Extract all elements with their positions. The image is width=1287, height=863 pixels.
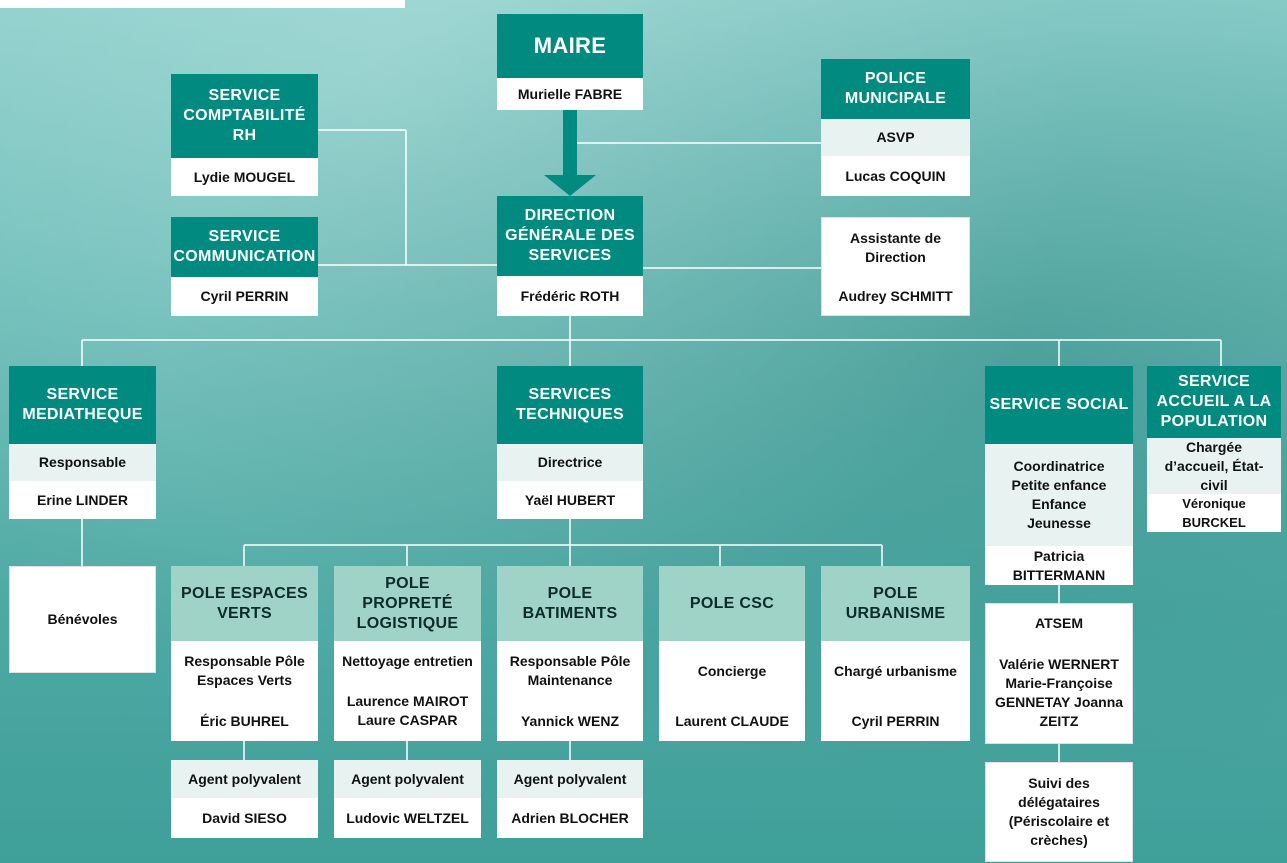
pole-pl-agent: Agent polyvalent Ludovic WELTZEL (334, 760, 481, 838)
police-name: Lucas COQUIN (821, 156, 970, 196)
dgs-title: DIRECTION GÉNÉRALE DES SERVICES (497, 196, 643, 276)
pole-urb-title: POLE URBANISME (821, 566, 970, 641)
pole-pl-agent-name: Ludovic WELTZEL (334, 798, 481, 838)
pole-bat-agent: Agent polyvalent Adrien BLOCHER (497, 760, 643, 838)
benevoles-box: Bénévoles (9, 566, 156, 673)
pole-ev-agent-role: Agent polyvalent (171, 760, 318, 798)
pole-bat-name: Yannick WENZ (497, 701, 643, 741)
pole-bat-agent-role: Agent polyvalent (497, 760, 643, 798)
atsem-title: ATSEM (986, 604, 1132, 642)
mediatheque-name: Erine LINDER (9, 481, 156, 519)
pole-ev-agent: Agent polyvalent David SIESO (171, 760, 318, 838)
accueil-name: Véronique BURCKEL (1147, 494, 1281, 532)
assistante-role: Assistante de Direction (822, 218, 969, 278)
pole-urb-box: POLE URBANISME Chargé urbanisme Cyril PE… (821, 566, 970, 741)
pole-urb-role: Chargé urbanisme (821, 641, 970, 701)
atsem-names: Valérie WERNERT Marie-Françoise GENNETAY… (986, 642, 1132, 743)
pole-ev-name: Éric BUHREL (171, 701, 318, 741)
social-name: Patricia BITTERMANN (985, 546, 1133, 585)
atsem-box: ATSEM Valérie WERNERT Marie-Françoise GE… (985, 603, 1133, 744)
pole-pl-agent-role: Agent polyvalent (334, 760, 481, 798)
pole-ev-agent-name: David SIESO (171, 798, 318, 838)
assistante-name: Audrey SCHMITT (822, 278, 969, 315)
pole-ev-title: POLE ESPACES VERTS (171, 566, 318, 641)
police-title: POLICE MUNICIPALE (821, 59, 970, 119)
top-bar (0, 0, 405, 8)
com-title: SERVICE COMMUNICATION (171, 217, 318, 277)
accueil-title: SERVICE ACCUEIL A LA POPULATION (1147, 366, 1281, 438)
com-box: SERVICE COMMUNICATION Cyril PERRIN (171, 217, 318, 316)
benevoles-label: Bénévoles (10, 567, 155, 672)
social-title: SERVICE SOCIAL (985, 366, 1133, 444)
techniques-role: Directrice (497, 444, 643, 481)
pole-bat-box: POLE BATIMENTS Responsable Pôle Maintena… (497, 566, 643, 741)
police-role: ASVP (821, 119, 970, 156)
pole-bat-agent-name: Adrien BLOCHER (497, 798, 643, 838)
com-name: Cyril PERRIN (171, 277, 318, 316)
pole-csc-box: POLE CSC Concierge Laurent CLAUDE (659, 566, 805, 741)
maire-name: Murielle FABRE (497, 78, 643, 110)
delegataires-label: Suivi des délégataires (Périscolaire et … (986, 763, 1132, 861)
pole-csc-title: POLE CSC (659, 566, 805, 641)
accueil-box: SERVICE ACCUEIL A LA POPULATION (1147, 366, 1281, 467)
techniques-name: Yaël HUBERT (497, 481, 643, 519)
pole-bat-role: Responsable Pôle Maintenance (497, 641, 643, 701)
mediatheque-role: Responsable (9, 444, 156, 481)
pole-pl-name: Laurence MAIROT Laure CASPAR (334, 681, 481, 741)
accueil-details: Chargée d’accueil, État-civil Véronique … (1147, 438, 1281, 532)
techniques-box: SERVICES TECHNIQUES Directrice Yaël HUBE… (497, 366, 643, 519)
techniques-title: SERVICES TECHNIQUES (497, 366, 643, 444)
maire-box: MAIRE Murielle FABRE (497, 14, 643, 110)
compta-title: SERVICE COMPTABILITÉ RH (171, 74, 318, 158)
arrow-head (544, 175, 596, 196)
pole-pl-role: Nettoyage entretien (334, 641, 481, 681)
social-box: SERVICE SOCIAL Coordinatrice Petite enfa… (985, 366, 1133, 585)
police-box: POLICE MUNICIPALE ASVP Lucas COQUIN (821, 59, 970, 196)
pole-ev-role: Responsable Pôle Espaces Verts (171, 641, 318, 701)
compta-box: SERVICE COMPTABILITÉ RH Lydie MOUGEL (171, 74, 318, 196)
compta-name: Lydie MOUGEL (171, 158, 318, 196)
maire-title: MAIRE (497, 14, 643, 78)
pole-urb-name: Cyril PERRIN (821, 701, 970, 741)
arrow-shaft (563, 110, 577, 176)
pole-bat-title: POLE BATIMENTS (497, 566, 643, 641)
mediatheque-title: SERVICE MEDIATHEQUE (9, 366, 156, 444)
pole-pl-box: POLE PROPRETÉ LOGISTIQUE Nettoyage entre… (334, 566, 481, 741)
pole-ev-box: POLE ESPACES VERTS Responsable Pôle Espa… (171, 566, 318, 741)
dgs-box: DIRECTION GÉNÉRALE DES SERVICES Frédéric… (497, 196, 643, 316)
mediatheque-box: SERVICE MEDIATHEQUE Responsable Erine LI… (9, 366, 156, 519)
pole-pl-title: POLE PROPRETÉ LOGISTIQUE (334, 566, 481, 641)
assistante-box: Assistante de Direction Audrey SCHMITT (821, 217, 970, 316)
delegataires-box: Suivi des délégataires (Périscolaire et … (985, 762, 1133, 862)
pole-csc-role: Concierge (659, 641, 805, 701)
pole-csc-name: Laurent CLAUDE (659, 701, 805, 741)
dgs-name: Frédéric ROTH (497, 276, 643, 316)
social-role: Coordinatrice Petite enfance Enfance Jeu… (985, 444, 1133, 546)
accueil-role: Chargée d’accueil, État-civil (1147, 438, 1281, 494)
